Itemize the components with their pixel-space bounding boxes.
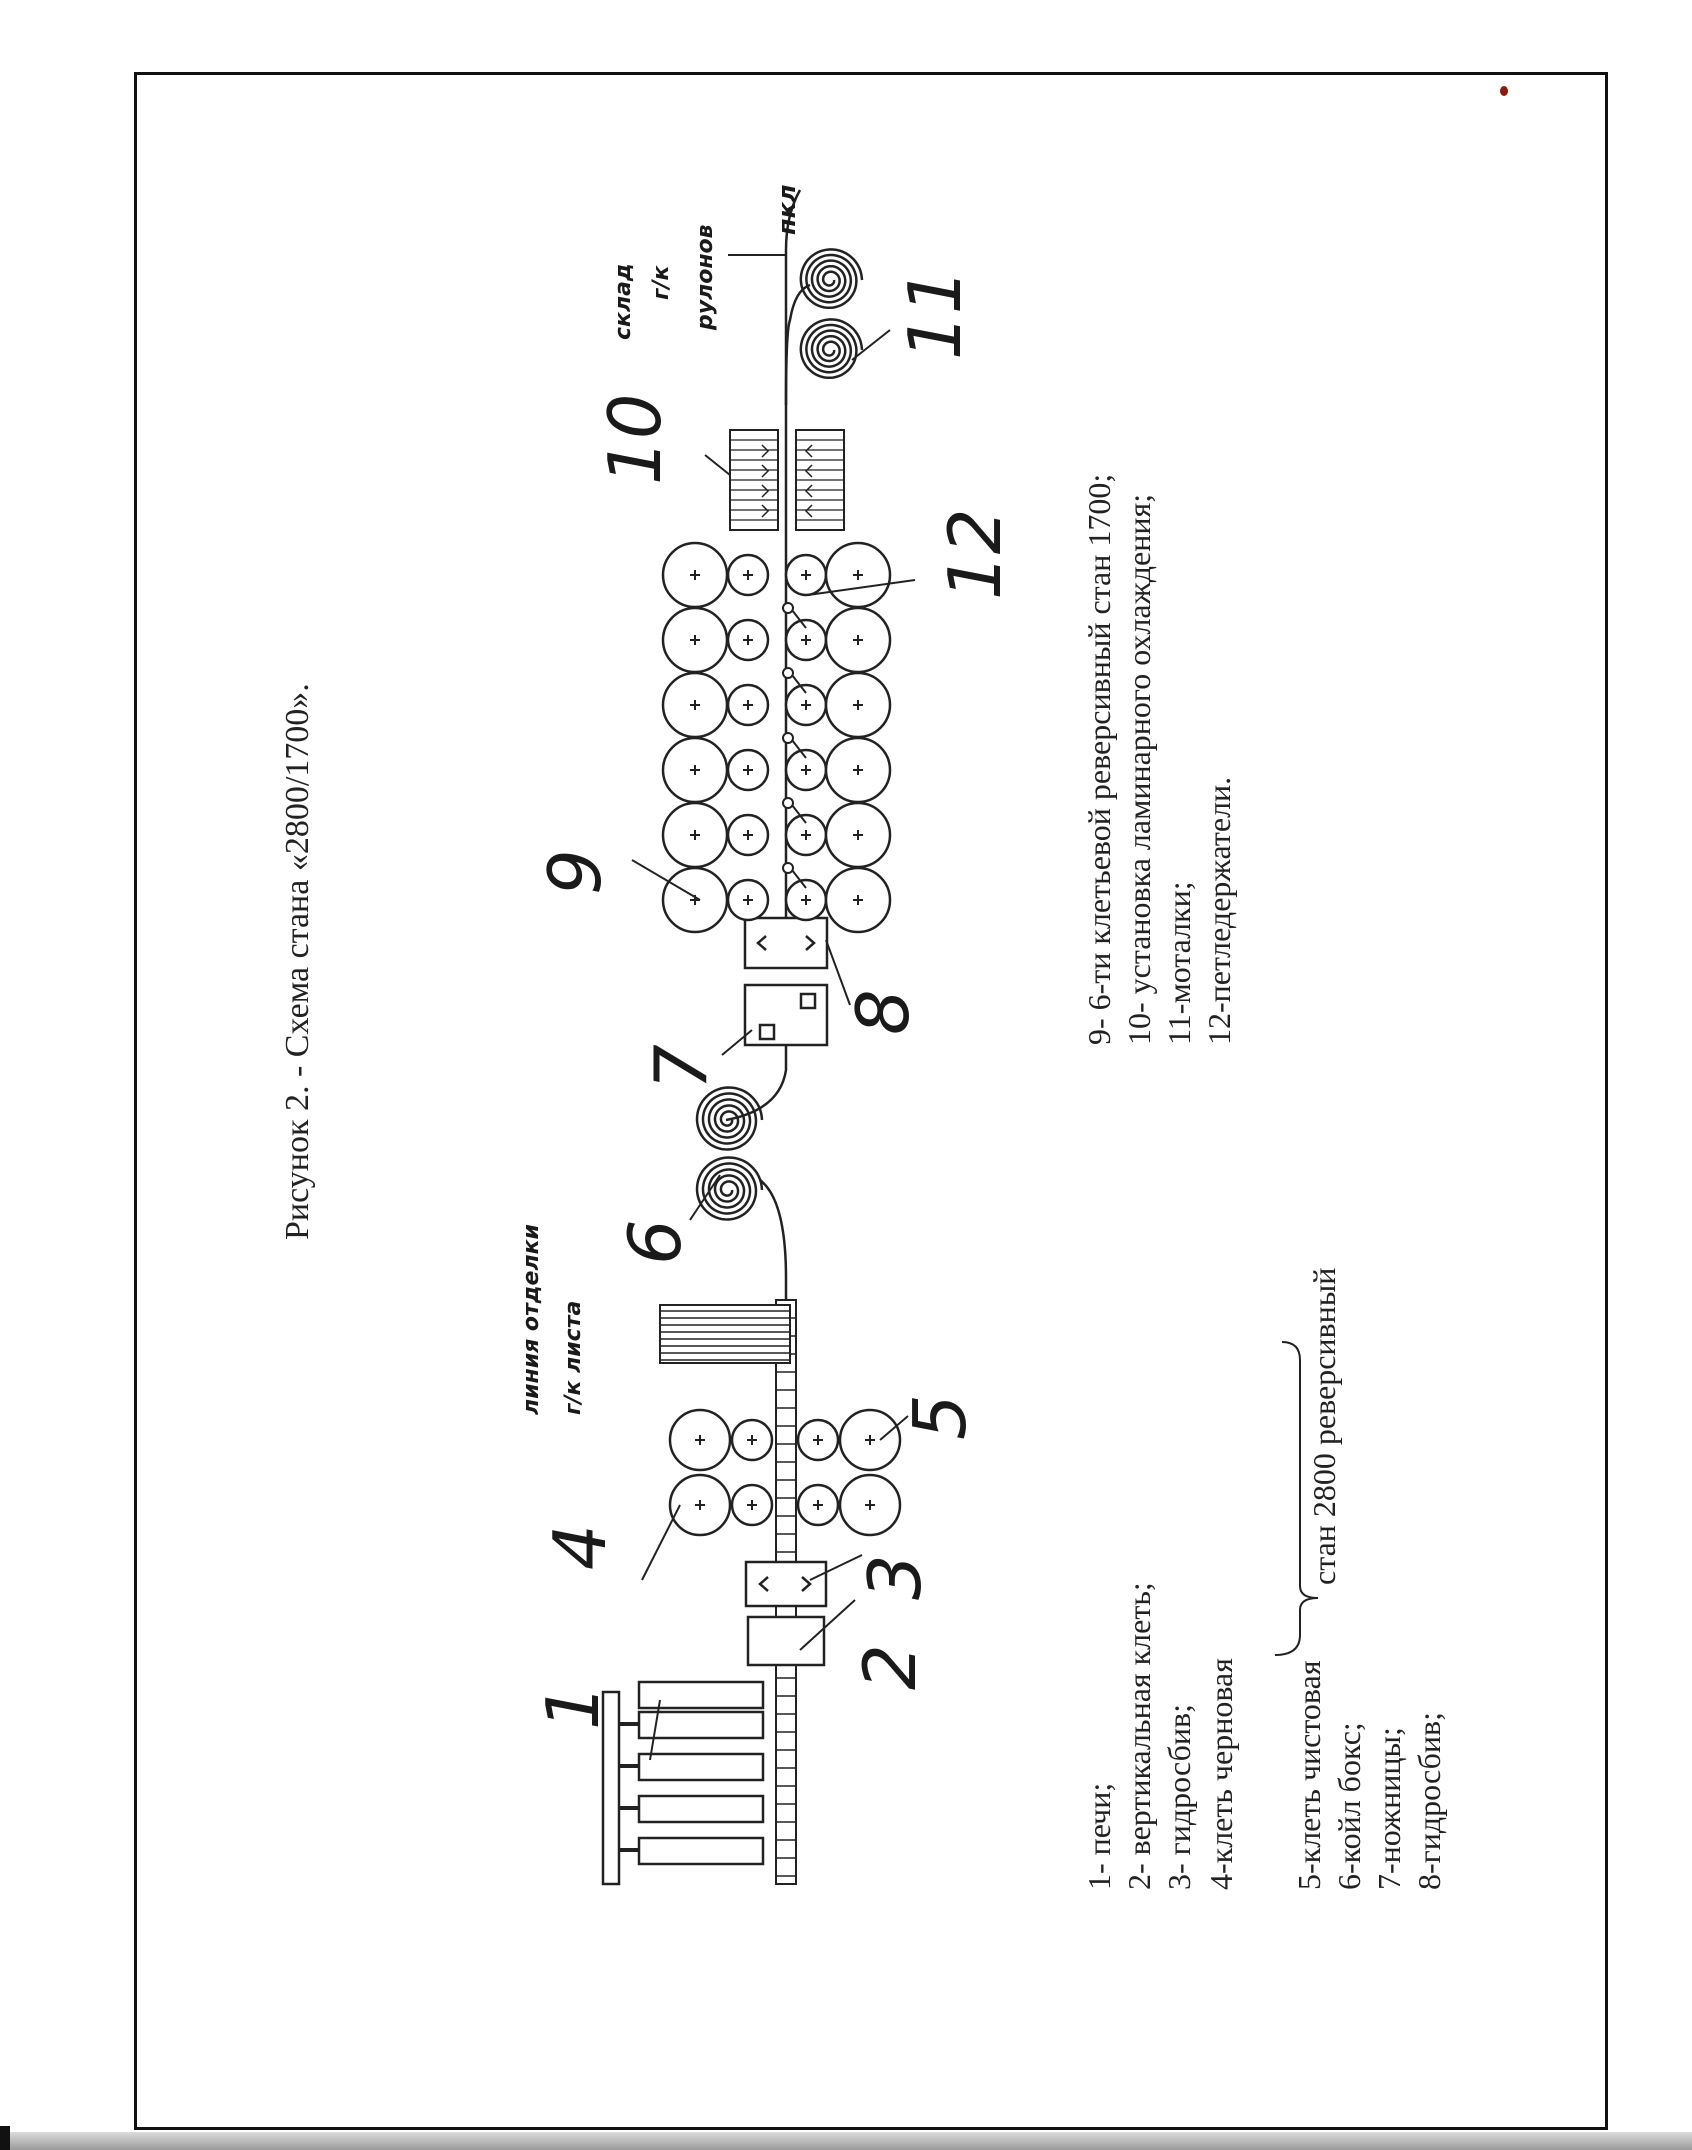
finish-roll-bottom-work — [784, 683, 828, 727]
downcoilers — [784, 189, 864, 406]
finish-roll-top-work — [726, 878, 770, 922]
legend-left: 1- печи;2- вертикальная клеть;3- гидросб… — [1081, 1582, 1447, 1890]
legend-left-item: 7-ножницы; — [1371, 1727, 1407, 1890]
legend-left-item: 2- вертикальная клеть; — [1121, 1582, 1157, 1890]
strip-to-coilbox — [759, 1179, 788, 1300]
finish-roll-top-work — [726, 748, 770, 792]
shears — [743, 983, 829, 1047]
finish-roll-top-backup — [661, 736, 729, 804]
legend-left-item: 6-койл бокс; — [1331, 1722, 1367, 1890]
finish-roll-top-work — [726, 813, 770, 857]
roughing-stand — [668, 1408, 902, 1537]
downcoiler-1 — [799, 318, 864, 380]
annotation-pkl: пкл — [773, 185, 801, 235]
legend-left-item: 8-гидросбив; — [1411, 1712, 1447, 1890]
legend-left-item: 1- печи; — [1081, 1783, 1117, 1890]
finishing-mill — [661, 541, 892, 934]
furnaces — [601, 1680, 765, 1886]
legend-right-item: 11-моталки; — [1161, 881, 1197, 1045]
annotation-finishing-line-2: г/к листа — [561, 1301, 586, 1415]
coil-box — [695, 1086, 764, 1221]
page-border — [134, 72, 1608, 2130]
finish-roll-top-work — [726, 553, 770, 597]
callout-5: 5 — [898, 1394, 982, 1440]
vertical-stand — [746, 1615, 826, 1667]
callout-10: 10 — [593, 393, 677, 485]
rough-roll-bottom-backup — [838, 1473, 902, 1537]
coil-box-coil-2 — [695, 1086, 764, 1151]
legend-left-item: 3- гидросбив; — [1161, 1704, 1197, 1890]
callout-6: 6 — [613, 1219, 697, 1265]
finish-roll-bottom-backup — [824, 736, 892, 804]
finishing-line-table — [659, 1304, 791, 1364]
rough-roll-bottom-work — [796, 1483, 840, 1527]
legend-left-item: 4-клеть черновая — [1203, 1658, 1239, 1890]
callout-12: 12 — [933, 508, 1017, 600]
legend-right: 9- 6-ти клетьевой реверсивный стан 1700;… — [1081, 474, 1237, 1045]
annotation-finishing-line-1: линия отделки — [519, 1224, 544, 1415]
legend-right-item: 12-петледержатели. — [1201, 777, 1237, 1045]
finish-roll-top-backup — [661, 606, 729, 674]
callout-4: 4 — [538, 1524, 622, 1570]
finish-roll-bottom-backup — [824, 866, 892, 934]
mill-2800-brace — [1274, 1341, 1319, 1656]
callout-3: 3 — [853, 1554, 937, 1600]
finish-roll-top-backup — [661, 801, 729, 869]
finish-roll-bottom-backup — [824, 541, 892, 609]
scan-mark — [0, 2126, 10, 2150]
legend-right-item: 10- установка ламинарного охлаждения; — [1121, 494, 1157, 1045]
laminar-cooling — [729, 429, 845, 531]
loopers — [782, 602, 807, 889]
rough-roll-bottom-work — [796, 1418, 840, 1462]
scan-edge — [0, 2132, 1692, 2150]
finish-roll-bottom-work — [784, 553, 828, 597]
rough-roll-top-work — [730, 1418, 774, 1462]
callout-11: 11 — [893, 268, 977, 360]
leader-lines — [631, 329, 916, 1761]
finish-roll-bottom-work — [784, 878, 828, 922]
finish-roll-top-backup — [661, 541, 729, 609]
rough-roll-top-work — [730, 1483, 774, 1527]
callout-1: 1 — [531, 1684, 615, 1730]
descaler-2 — [743, 916, 829, 970]
ink-spot — [1500, 86, 1508, 96]
legend-left-item: 5-клеть чистовая — [1291, 1660, 1327, 1890]
callout-8: 8 — [841, 989, 925, 1035]
finish-roll-bottom-work — [784, 748, 828, 792]
callout-9: 9 — [533, 849, 617, 895]
figure-title: Рисунок 2. - Схема стана «2800/1700». — [279, 683, 316, 1240]
finish-roll-bottom-backup — [824, 801, 892, 869]
finish-roll-bottom-backup — [824, 671, 892, 739]
finish-roll-bottom-work — [784, 618, 828, 662]
finish-roll-top-work — [726, 683, 770, 727]
mill-2800-label: стан 2800 реверсивный — [1306, 1268, 1342, 1585]
finish-roll-top-work — [726, 618, 770, 662]
finish-roll-bottom-backup — [824, 606, 892, 674]
rough-roll-top-backup — [668, 1408, 732, 1472]
downcoiler-2 — [799, 248, 864, 310]
strip-coilbox-to-shear — [725, 1045, 788, 1122]
annotation-store-3: рулонов — [693, 224, 718, 331]
legend-right-item: 9- 6-ти клетьевой реверсивный стан 1700; — [1081, 474, 1117, 1045]
rough-roll-top-backup — [668, 1473, 732, 1537]
rough-roll-bottom-backup — [838, 1408, 902, 1472]
annotation-store-1: склад — [611, 263, 636, 340]
finish-roll-top-backup — [661, 866, 729, 934]
coil-box-coil-1 — [695, 1156, 764, 1221]
finish-roll-top-backup — [661, 671, 729, 739]
annotation-store-2: г/к — [649, 264, 674, 300]
finish-roll-bottom-work — [784, 813, 828, 857]
descaler-1 — [744, 1560, 828, 1608]
callout-2: 2 — [848, 1644, 932, 1690]
callout-7: 7 — [639, 1044, 723, 1090]
